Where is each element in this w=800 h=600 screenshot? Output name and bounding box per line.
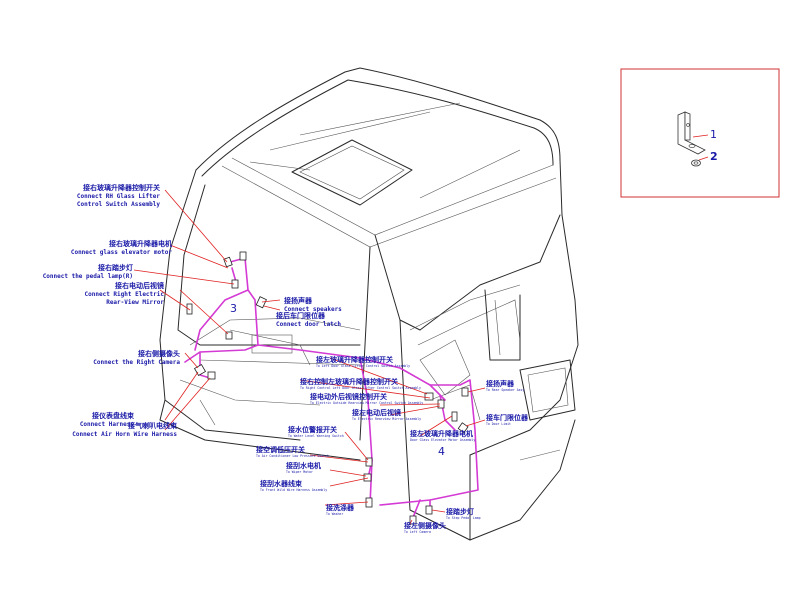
label-cn: 接后车门限位器 (276, 311, 326, 320)
wire-harness (184, 257, 479, 521)
label-cn: 接气喇叭电线束 (128, 421, 178, 430)
nut-part (691, 159, 701, 167)
label-cn: 接左电动后视镜 (352, 408, 401, 417)
label-en: Connect door latch (276, 321, 341, 328)
label-en: To Rear Speaker Assy (486, 388, 524, 392)
label-cn: 接右踏步灯 (98, 263, 133, 272)
label-en: To Wiper Motor (286, 470, 313, 474)
label-en: To Door Limit (486, 422, 511, 426)
label-cn: 接刮水电机 (286, 461, 321, 470)
label-cn: 接右侧摄像头 (138, 349, 180, 358)
label-cn: 接踏步灯 (446, 507, 474, 516)
label-en: To Front Wild Wire Harness Assembly (260, 488, 327, 492)
label-cn: 接右玻璃升降器控制开关 (83, 183, 160, 192)
inset-frame (620, 68, 780, 198)
cab-outline (159, 67, 579, 541)
label-cn: 接刮水器线束 (260, 479, 303, 488)
label-cn: 接左侧摄像头 (404, 521, 446, 530)
label-cn: 接右控制左玻璃升降器控制开关 (300, 377, 398, 386)
label-en: Connect the pedal lamp(R) (43, 273, 133, 280)
inset-detail: 1 2 (620, 68, 780, 198)
label-en: To Washer (326, 512, 343, 516)
label-en: Connect speakers (284, 306, 342, 313)
callout-4: 4 (438, 445, 445, 458)
label-en: To Air Conditioner Low Pressure Switch (256, 454, 329, 458)
callout-3: 3 (230, 302, 237, 315)
label-cn: 接洗涤器 (326, 503, 355, 512)
label-en: To Water Level Warning Switch (288, 434, 344, 438)
label-en: To Electric Rearview Mirror Assembly (352, 417, 421, 421)
leader-lines (133, 189, 486, 525)
label-en: Door Glass Elevator Motor Assembly (410, 438, 475, 442)
label-cn: 接空调低压开关 (256, 445, 305, 454)
label-en: Connect Right Electric (85, 291, 165, 298)
label-en: To Left Camera (404, 530, 431, 534)
label-en: To Left Door Glass Lifter Control Switch… (316, 364, 410, 368)
label-cn: 接左玻璃升降器控制开关 (316, 355, 393, 364)
label-en: To Right Control Left Door Glass Lifter … (300, 386, 421, 390)
label-cn: 接电动外后视镜控制开关 (310, 392, 387, 401)
label-cn: 接右电动后视镜 (115, 281, 164, 290)
label-en: Control Switch Assembly (77, 201, 160, 208)
label-en: Connect the Right Camera (93, 359, 180, 366)
label-en: Connect Harness (80, 421, 135, 428)
label-cn: 接仪表盘线束 (92, 411, 135, 420)
label-en: To Electric Outside Rearview Mirror Cont… (310, 401, 423, 405)
label-en: Connect RH Glass Lifter (77, 193, 160, 200)
label-cn: 接扬声器 (486, 379, 515, 388)
label-cn: 接车门限位器 (486, 413, 529, 422)
part-number-2: 2 (710, 150, 718, 163)
label-en: To Step Pedal Lamp (446, 516, 481, 520)
label-cn: 接扬声器 (284, 296, 313, 305)
part-number-1: 1 (710, 128, 717, 141)
label-en: Connect glass elevator motor (71, 249, 173, 256)
bracket-part (677, 111, 706, 155)
label-cn: 接水位警报开关 (288, 425, 337, 434)
label-cn: 接右玻璃升降器电机 (109, 239, 172, 248)
label-en: Connect Air Horn Wire Harness (72, 431, 177, 438)
label-en: Rear-View Mirror (106, 299, 164, 306)
label-cn: 接左玻璃升降器电机 (410, 429, 473, 438)
